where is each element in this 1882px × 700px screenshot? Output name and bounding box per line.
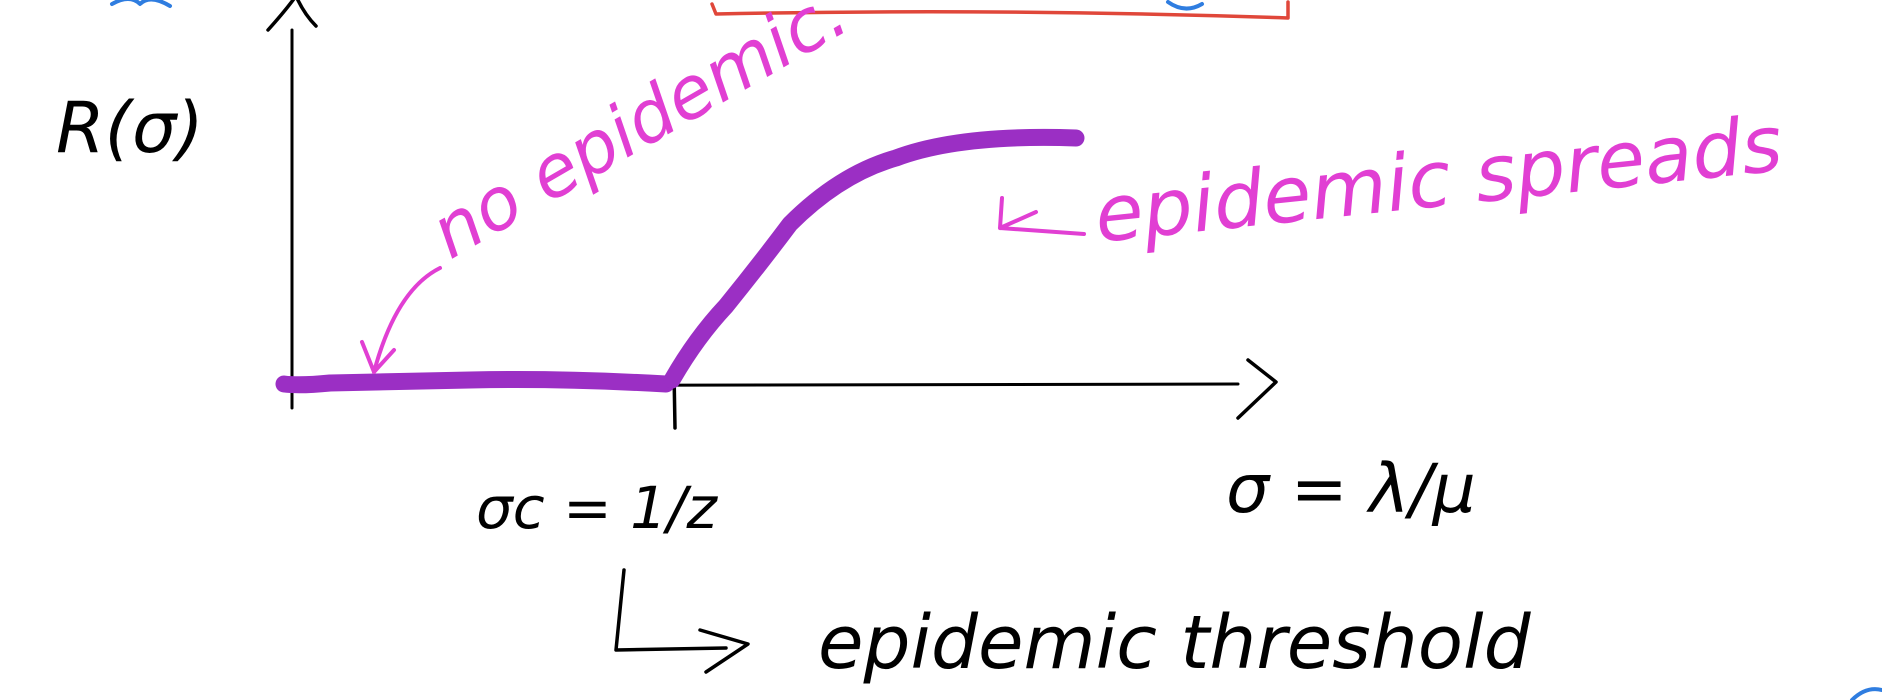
- epidemic-curve-flat: [275, 371, 675, 394]
- top-y-axis-arrowhead: [266, 0, 318, 32]
- threshold-arrow: [614, 568, 750, 674]
- bottom-right-blue-fragment: [1850, 687, 1882, 700]
- top-left-blue-fragment: [110, 0, 172, 8]
- no-epidemic-label: no epidemic.: [417, 0, 862, 275]
- top-blue-box-fragment: [1166, 0, 1204, 11]
- epidemic-curve-rise: [663, 128, 1085, 389]
- critical-threshold-label: σc = 1/z: [476, 474, 719, 542]
- no-epidemic-arrow: [360, 266, 442, 374]
- x-axis-label: σ = λ/μ: [1226, 450, 1476, 529]
- spreads-arrow: [998, 196, 1086, 236]
- epidemic-threshold-label: epidemic threshold: [818, 600, 1532, 686]
- top-red-box-edge: [710, 0, 1290, 20]
- epidemic-spreads-label: epidemic spreads: [1091, 99, 1787, 261]
- x-axis-arrowhead: [1236, 358, 1278, 420]
- y-axis-label: R(σ): [56, 87, 204, 169]
